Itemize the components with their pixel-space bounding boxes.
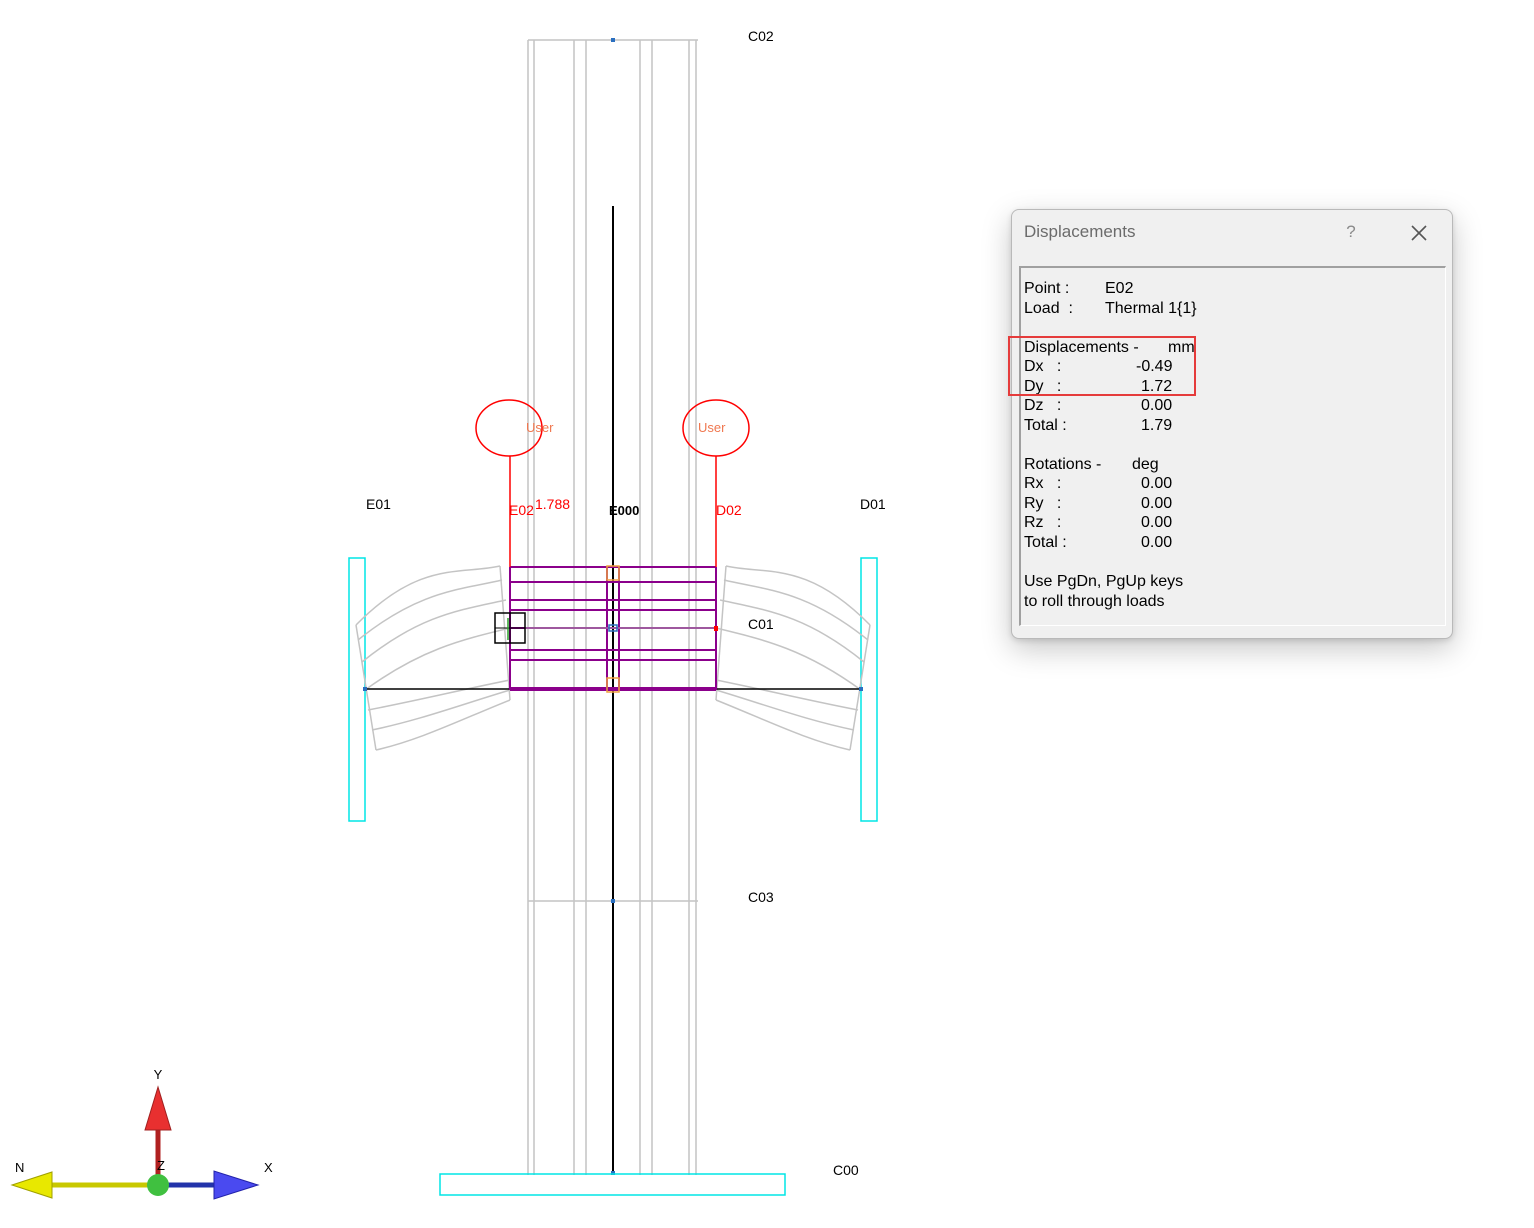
left-deformed-beam bbox=[355, 565, 511, 751]
label-c00: C00 bbox=[833, 1162, 859, 1178]
load-value: Thermal 1{1} bbox=[1105, 300, 1197, 317]
orange-marker-bottom bbox=[606, 677, 620, 693]
rotations-unit: deg bbox=[1132, 456, 1159, 473]
node-d02-marker[interactable] bbox=[714, 626, 718, 631]
left-user-support-circle[interactable] bbox=[475, 399, 543, 457]
right-user-support-circle[interactable] bbox=[682, 399, 750, 457]
disp-total-value: 1.79 bbox=[1141, 417, 1173, 434]
n-axis-label: N bbox=[15, 1160, 24, 1175]
z-axis-label: Z bbox=[157, 1158, 165, 1173]
rx-label: Rx : bbox=[1024, 475, 1062, 492]
displacements-unit: mm bbox=[1168, 339, 1195, 356]
y-axis-arrow-icon bbox=[144, 1085, 172, 1131]
label-d02: D02 bbox=[716, 502, 742, 518]
rx-value: 0.00 bbox=[1141, 475, 1173, 492]
left-user-label: User bbox=[526, 420, 554, 435]
node-d01-marker[interactable] bbox=[859, 687, 863, 691]
rz-label: Rz : bbox=[1024, 514, 1062, 531]
left-support[interactable] bbox=[348, 557, 366, 822]
x-axis-arrow-icon bbox=[213, 1170, 260, 1200]
node-c00-marker[interactable] bbox=[611, 1171, 615, 1175]
y-axis-label: Y bbox=[154, 1067, 163, 1082]
rz-value: 0.00 bbox=[1141, 514, 1173, 531]
dx-label: Dx : bbox=[1024, 358, 1062, 375]
node-c01-marker[interactable] bbox=[608, 624, 618, 632]
dialog-title: Displacements bbox=[1024, 222, 1136, 241]
load-label: Load : bbox=[1024, 300, 1073, 317]
node-e01-marker[interactable] bbox=[363, 687, 367, 691]
displacements-dialog[interactable]: Displacements ? Point : E02 Load : Therm… bbox=[1011, 209, 1453, 639]
displacements-header: Displacements - bbox=[1024, 339, 1139, 356]
dx-dy-highlight-box bbox=[1008, 336, 1196, 396]
help-button[interactable]: ? bbox=[1346, 222, 1356, 241]
rot-total-value: 0.00 bbox=[1141, 534, 1173, 551]
results-panel: Point : E02 Load : Thermal 1{1} Displace… bbox=[1019, 266, 1446, 626]
hint-line-2: to roll through loads bbox=[1024, 593, 1165, 610]
connection-members bbox=[509, 566, 717, 690]
right-support[interactable] bbox=[860, 557, 878, 822]
label-d01: D01 bbox=[860, 496, 886, 512]
label-e01: E01 bbox=[366, 496, 391, 512]
dy-value: 1.72 bbox=[1141, 378, 1173, 395]
right-user-label: User bbox=[698, 420, 726, 435]
disp-total-label: Total : bbox=[1024, 417, 1067, 434]
dialog-titlebar[interactable]: Displacements ? bbox=[1012, 210, 1452, 256]
ry-value: 0.00 bbox=[1141, 495, 1173, 512]
column-lines bbox=[527, 39, 698, 1175]
node-c02-marker[interactable] bbox=[611, 38, 615, 42]
close-button[interactable] bbox=[1404, 219, 1434, 247]
label-c01: C01 bbox=[748, 616, 774, 632]
n-axis-arrow-icon bbox=[10, 1171, 53, 1199]
right-deformed-beam bbox=[715, 565, 871, 751]
label-c02: C02 bbox=[748, 28, 774, 44]
z-axis-origin-icon bbox=[147, 1174, 169, 1196]
label-overlap: E000 bbox=[609, 503, 639, 518]
rot-total-label: Total : bbox=[1024, 534, 1067, 551]
hint-line-1: Use PgDn, PgUp keys bbox=[1024, 573, 1184, 590]
point-value: E02 bbox=[1105, 280, 1134, 297]
rotations-header: Rotations - bbox=[1024, 456, 1102, 473]
dx-value: -0.49 bbox=[1136, 358, 1173, 375]
dz-value: 0.00 bbox=[1141, 397, 1173, 414]
base-plate[interactable] bbox=[439, 1173, 786, 1196]
dy-label: Dy : bbox=[1024, 378, 1062, 395]
node-c03-marker[interactable] bbox=[611, 899, 615, 903]
orange-marker-top bbox=[606, 565, 620, 581]
axis-triad: Y X N Z bbox=[10, 1067, 273, 1200]
label-c03: C03 bbox=[748, 889, 774, 905]
label-e02: E02 bbox=[509, 502, 534, 518]
point-label: Point : bbox=[1024, 280, 1070, 297]
displacement-value-label: 1.788 bbox=[535, 496, 570, 512]
x-axis-label: X bbox=[264, 1160, 273, 1175]
ry-label: Ry : bbox=[1024, 495, 1062, 512]
dz-label: Dz : bbox=[1024, 397, 1062, 414]
close-icon bbox=[1411, 225, 1427, 241]
